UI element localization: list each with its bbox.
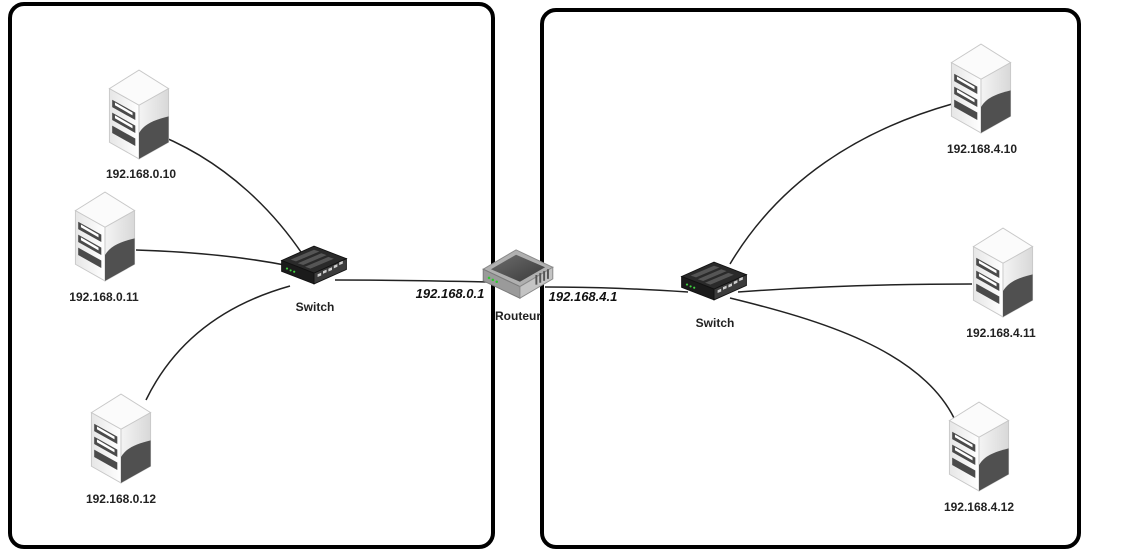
switch-label: Switch bbox=[696, 316, 735, 330]
link-router-switch-right bbox=[544, 286, 689, 293]
switch-icon[interactable] bbox=[681, 261, 747, 301]
router-interface-ip: 192.168.4.1 bbox=[549, 289, 618, 304]
switch-icon[interactable] bbox=[281, 245, 347, 285]
link-switch-left-router bbox=[334, 279, 491, 283]
server-label: 192.168.0.10 bbox=[106, 167, 176, 181]
router-interface-ip: 192.168.0.1 bbox=[416, 286, 485, 301]
server-icon[interactable] bbox=[948, 401, 1010, 492]
switch-label: Switch bbox=[296, 300, 335, 314]
link-server-4-12 bbox=[729, 297, 955, 419]
left-subnet-zone bbox=[8, 2, 495, 549]
server-icon[interactable] bbox=[90, 393, 152, 484]
server-label: 192.168.0.11 bbox=[69, 290, 139, 304]
router-label: Routeur bbox=[495, 309, 541, 323]
server-icon[interactable] bbox=[972, 227, 1034, 318]
link-server-0-10 bbox=[145, 129, 306, 259]
link-server-0-12 bbox=[145, 285, 291, 401]
server-icon[interactable] bbox=[74, 191, 136, 282]
server-label: 192.168.4.11 bbox=[966, 326, 1036, 340]
server-icon[interactable] bbox=[108, 69, 170, 160]
server-label: 192.168.0.12 bbox=[86, 492, 156, 506]
server-icon[interactable] bbox=[950, 43, 1012, 134]
link-server-0-11 bbox=[135, 249, 291, 267]
link-server-4-11 bbox=[737, 283, 973, 293]
server-label: 192.168.4.12 bbox=[944, 500, 1014, 514]
link-server-4-10 bbox=[729, 103, 953, 265]
server-label: 192.168.4.10 bbox=[947, 142, 1017, 156]
